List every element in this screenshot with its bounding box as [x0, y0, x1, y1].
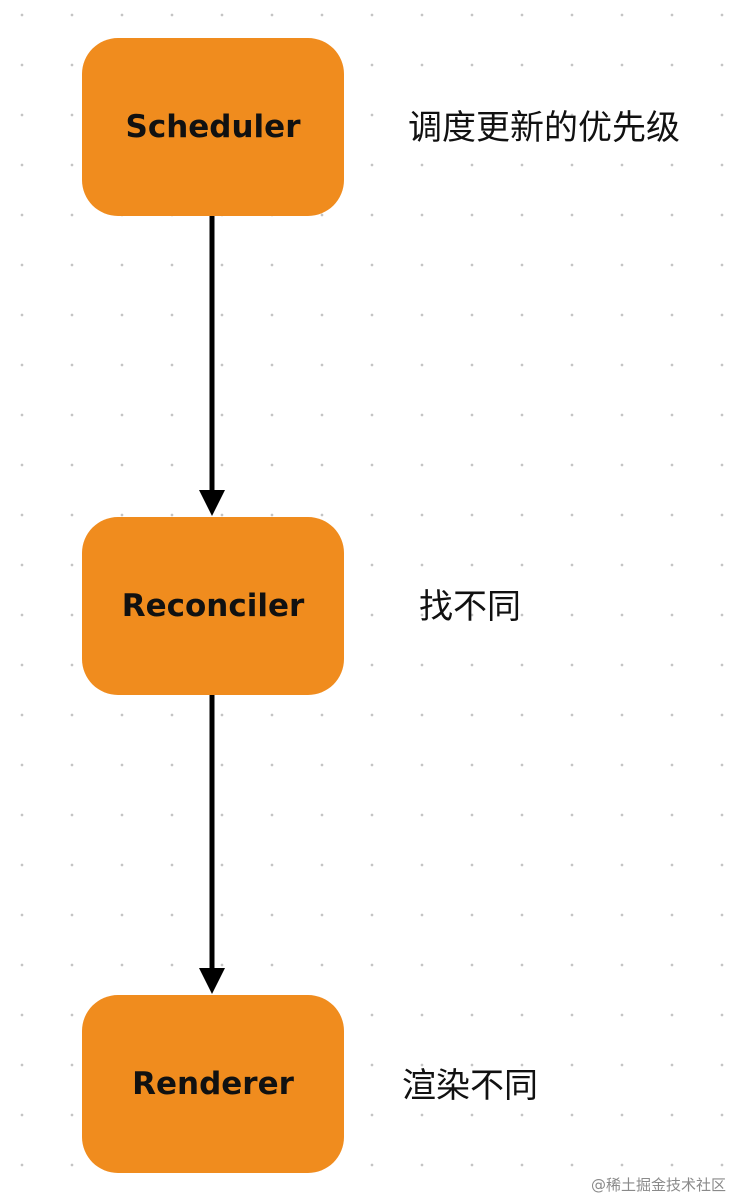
note-renderer: 渲染不同 [402, 1066, 538, 1106]
node-renderer: Renderer [82, 995, 344, 1173]
watermark: @稀土掘金技术社区 [590, 1176, 726, 1194]
note-scheduler: 调度更新的优先级 [408, 108, 680, 148]
arrow-head [199, 490, 225, 516]
arrow-head [199, 968, 225, 994]
node-label: Renderer [132, 1066, 294, 1102]
note-reconciler: 找不同 [419, 587, 521, 627]
arrow-scheduler-to-reconciler [199, 216, 225, 516]
arrow-reconciler-to-renderer [199, 695, 225, 994]
node-reconciler: Reconciler [82, 517, 344, 695]
node-scheduler: Scheduler [82, 38, 344, 216]
node-label: Scheduler [125, 109, 301, 145]
node-label: Reconciler [121, 588, 305, 624]
